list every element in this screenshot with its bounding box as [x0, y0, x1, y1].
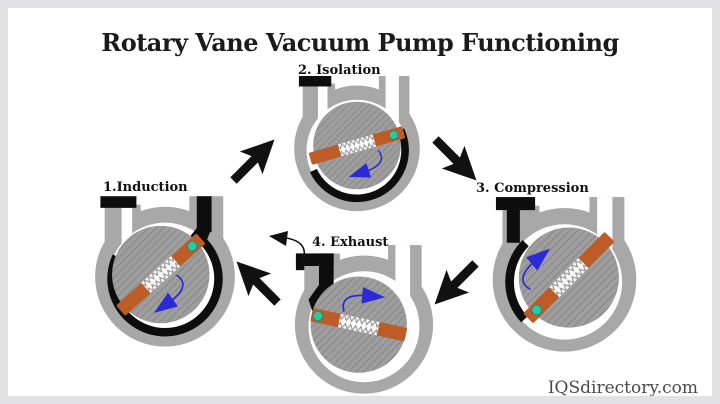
vane-spring-coil — [141, 255, 181, 294]
gas-pocket — [505, 240, 529, 323]
gas-pocket — [309, 128, 409, 203]
inlet-channel — [317, 86, 328, 119]
cycle-arrow-2-to-3-icon — [432, 136, 477, 181]
inlet-port-cap — [100, 196, 137, 208]
rotation-arrow-tail — [170, 274, 184, 302]
stage-1-caption: 1.Induction — [103, 180, 188, 195]
vane-spring-coil — [337, 134, 377, 157]
vane-pivot-dot — [531, 304, 542, 316]
vane-assembly — [308, 126, 406, 165]
exhaust-outflow-arrow-icon — [269, 231, 306, 265]
outlet-channel-gas — [196, 196, 212, 233]
rotation-arrow-head — [153, 292, 178, 313]
pump-diagram-stage-3-compression — [492, 197, 637, 352]
vane-pivot-dot — [187, 240, 198, 252]
stage-2-caption: 2. Isolation — [298, 63, 381, 78]
watermark: IQSdirectory.com — [547, 378, 698, 398]
rotation-arrow-tail — [366, 149, 383, 172]
vane-assembly — [523, 232, 614, 323]
page-title: Rotary Vane Vacuum Pump Functioning — [101, 28, 619, 57]
pump-diagram-stage-4-exhaust — [294, 245, 434, 394]
rotation-arrow-head — [361, 286, 386, 304]
stage-3-caption: 3. Compression — [476, 181, 589, 196]
vane-pivot-dot — [312, 310, 323, 322]
outlet-channel — [395, 245, 411, 306]
vane-assembly — [116, 233, 205, 316]
inlet-port-cap — [495, 197, 536, 211]
rotation-arrow-tail — [522, 261, 534, 291]
vane-spring-coil — [549, 257, 589, 298]
rotation-arrow-icon — [348, 149, 383, 178]
rotation-arrow-head — [348, 163, 372, 178]
rotation-arrow-tail — [342, 294, 365, 312]
cycle-arrow-1-to-2-icon — [230, 139, 275, 184]
rotation-arrow-icon — [153, 274, 184, 313]
vane-assembly — [310, 308, 407, 342]
inlet-port-cap — [298, 76, 332, 87]
cycle-arrow-3-to-4-icon — [434, 260, 479, 305]
rotation-arrow-icon — [522, 248, 551, 291]
rotation-arrow-head — [526, 248, 551, 271]
inlet-channel — [121, 207, 133, 244]
cycle-arrow-4-to-1-icon — [236, 261, 281, 306]
exhaust-port-channel — [318, 253, 334, 296]
rotation-arrow-icon — [342, 286, 386, 312]
exhaust-port-hook — [295, 253, 305, 271]
pump-diagram-stage-1-induction — [95, 196, 235, 347]
inlet-port-stem — [506, 207, 520, 243]
gas-pocket — [107, 234, 223, 337]
stage-4-caption: 4. Exhaust — [312, 235, 389, 250]
pump-diagram-stage-2-isolation — [294, 76, 420, 212]
vane-pivot-dot — [388, 130, 399, 140]
vane-spring-coil — [337, 313, 380, 336]
